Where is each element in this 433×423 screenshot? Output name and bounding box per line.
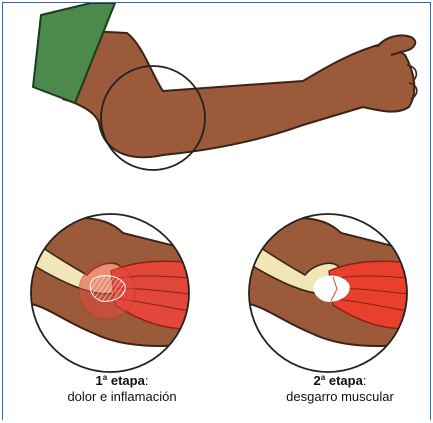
stage-2-caption: 2a etapa: desgarro muscular bbox=[260, 370, 420, 405]
stage-1-description: dolor e inflamación bbox=[42, 389, 202, 405]
arm-illustration bbox=[33, 3, 417, 170]
diagram-frame: 1a etapa: dolor e inflamación 2a etapa: … bbox=[2, 2, 431, 420]
tennis-elbow-illustration bbox=[3, 3, 430, 420]
stage-2-description: desgarro muscular bbox=[260, 389, 420, 405]
stage-2-title: 2a etapa: bbox=[260, 370, 420, 389]
stage-1-illustration bbox=[23, 203, 203, 383]
stage-2-illustration bbox=[241, 214, 421, 372]
stage-1-title: 1a etapa: bbox=[42, 370, 202, 389]
stage-1-caption: 1a etapa: dolor e inflamación bbox=[42, 370, 202, 405]
